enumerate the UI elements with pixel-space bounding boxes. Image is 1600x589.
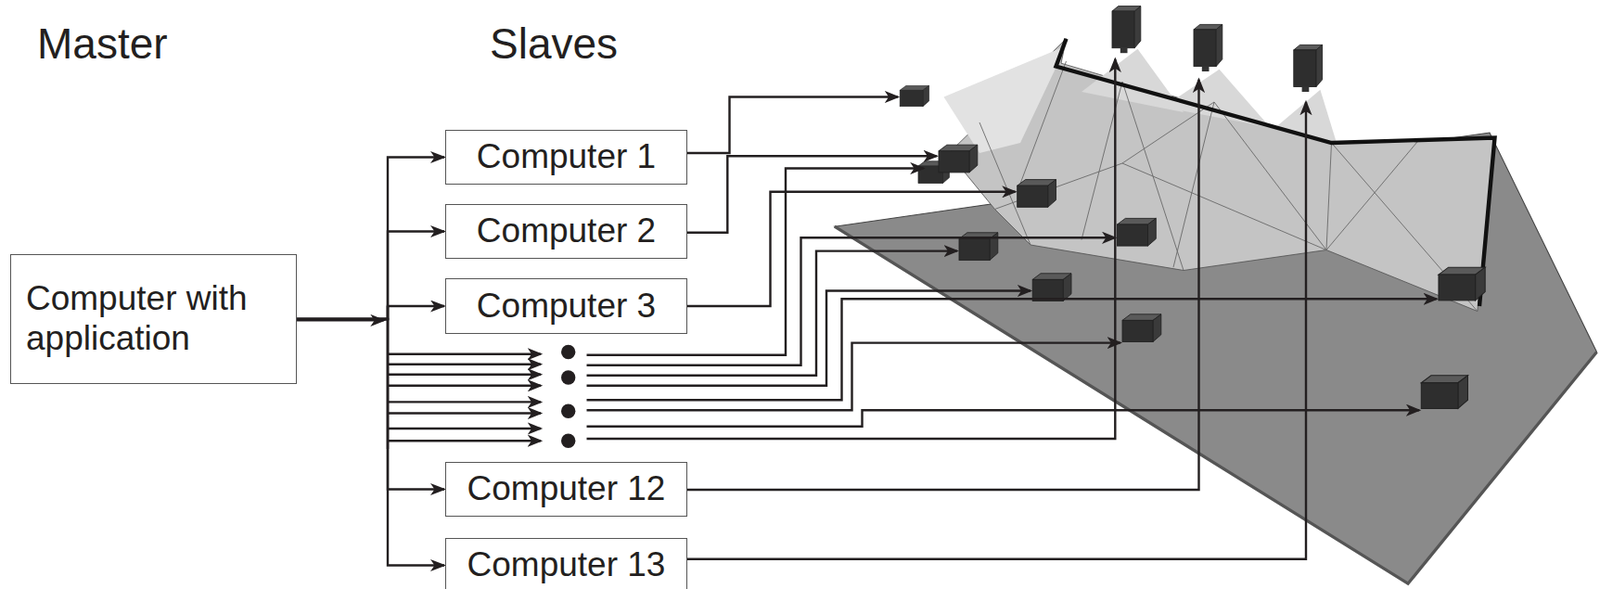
computer-box: Computer 12 bbox=[445, 461, 688, 517]
computer-box: Computer 13 bbox=[445, 537, 688, 589]
bus-connector bbox=[296, 306, 445, 320]
scene bbox=[295, 6, 1598, 585]
computer-box: Computer with application bbox=[10, 254, 297, 384]
box-label: Computer 12 bbox=[467, 469, 666, 510]
bus-connector bbox=[296, 319, 445, 566]
computer-box: Computer 1 bbox=[445, 129, 688, 185]
box-label: Computer 13 bbox=[467, 545, 666, 586]
light-cone bbox=[1081, 49, 1184, 113]
light-cone bbox=[944, 46, 1067, 154]
bus-connector bbox=[296, 157, 445, 320]
video-cables bbox=[587, 59, 1437, 560]
box-label: Computer 1 bbox=[476, 137, 656, 178]
heading-label: Slaves bbox=[489, 20, 618, 68]
box-label: Computer with application bbox=[25, 279, 282, 359]
bus-connector bbox=[296, 319, 445, 490]
ellipsis-dots bbox=[561, 345, 576, 448]
computer-box: Computer 2 bbox=[445, 204, 688, 259]
box-label: Computer 3 bbox=[476, 286, 656, 327]
computer-box: Computer 3 bbox=[445, 278, 688, 334]
heading-label: Master bbox=[37, 20, 168, 68]
wall-mesh bbox=[979, 61, 1478, 312]
floor-edge bbox=[834, 226, 1598, 584]
projectors bbox=[899, 6, 1485, 410]
box-label: Computer 2 bbox=[476, 211, 656, 252]
wall-top-edge bbox=[1056, 38, 1496, 307]
bus-connector bbox=[296, 231, 445, 320]
